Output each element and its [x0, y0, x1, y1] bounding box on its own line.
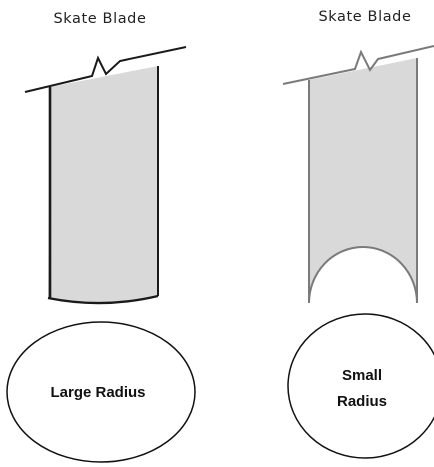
right-panel: Skate Blade Small Radius [282, 9, 434, 459]
right-blade-break-line [282, 45, 434, 85]
right-blade-hollow [308, 246, 418, 304]
small-radius-label-line1: Small [342, 367, 382, 384]
right-blade-body [309, 58, 417, 303]
small-radius-circle [287, 313, 434, 459]
left-blade-break-line [24, 46, 187, 93]
left-blade-title: Skate Blade [53, 11, 146, 27]
left-panel: Skate Blade Large Radius [6, 11, 196, 463]
left-blade-hollow [47, 294, 159, 305]
large-radius-label: Large Radius [50, 384, 145, 401]
large-radius-circle [6, 321, 196, 463]
right-blade-title: Skate Blade [318, 9, 411, 25]
small-radius-label-line2: Radius [337, 393, 387, 410]
left-blade-body [48, 66, 158, 304]
